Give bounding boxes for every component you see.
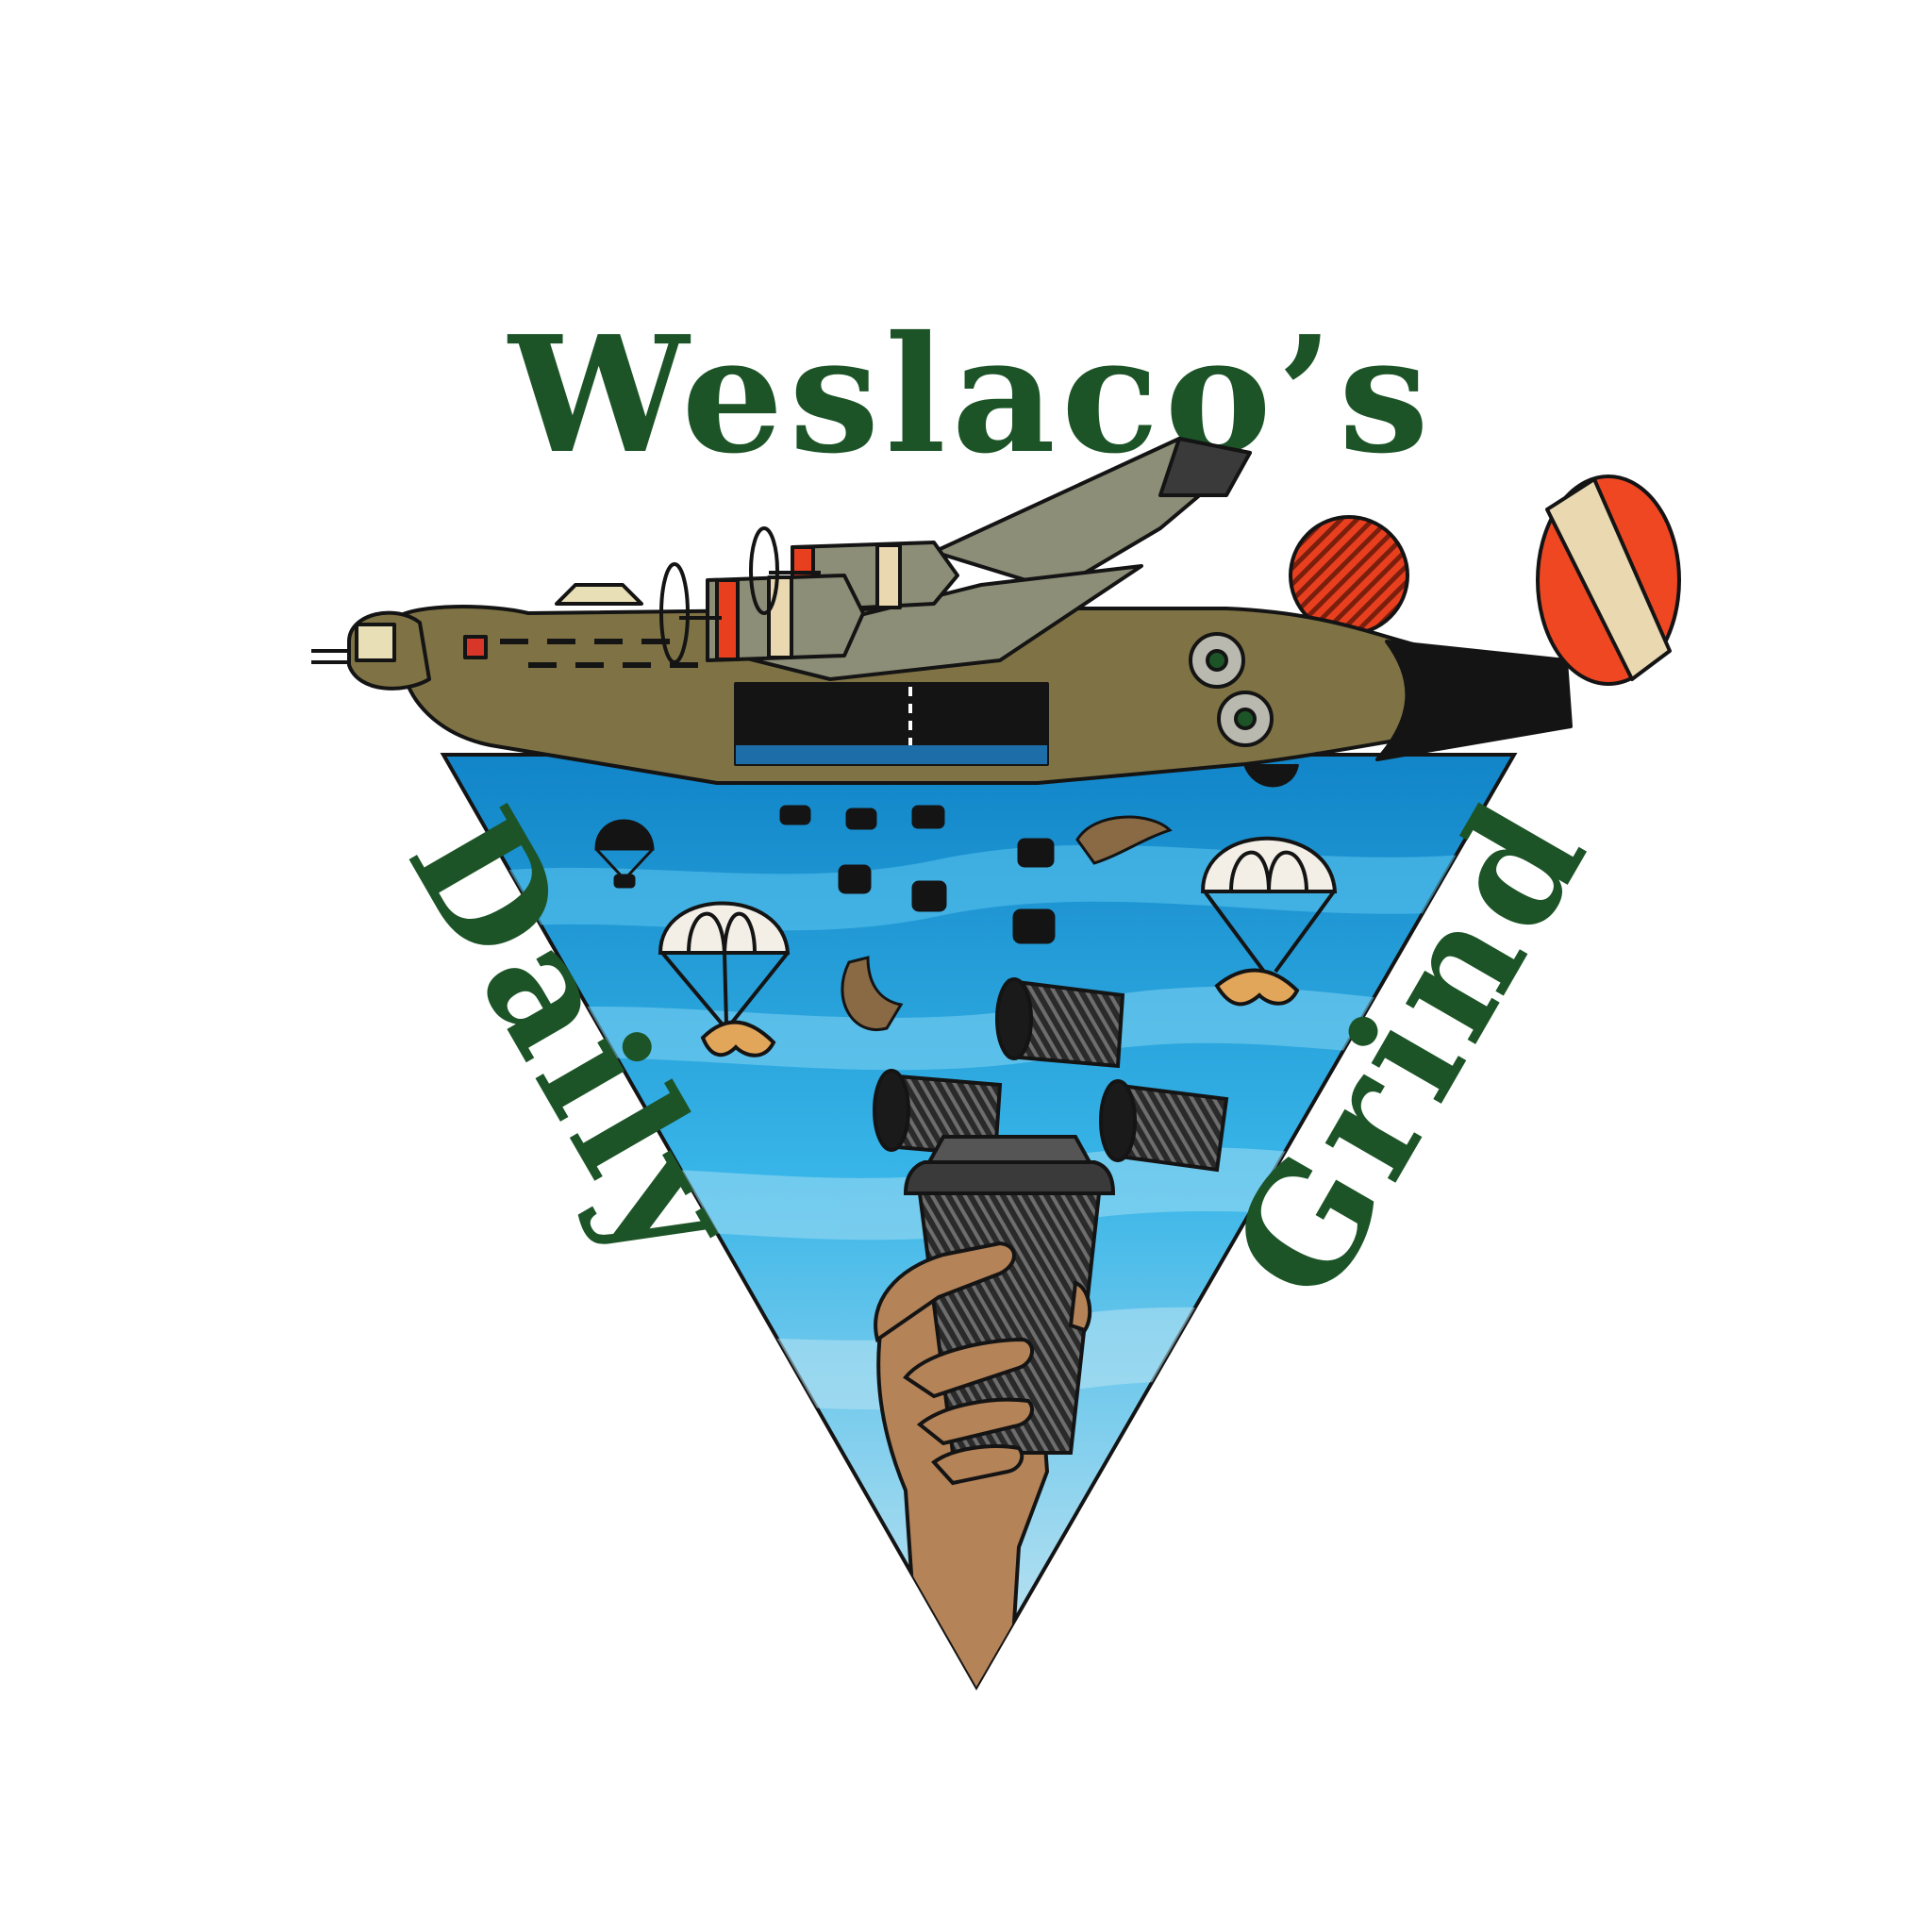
falling-coffee-beans xyxy=(779,805,1056,944)
hand-fingers xyxy=(874,1241,1092,1486)
title-weslacos: Weslaco’s xyxy=(507,301,1434,490)
falling-coffee-cups xyxy=(873,977,1229,1173)
falling-pastry-pieces xyxy=(841,815,1173,1031)
parachute-icon xyxy=(658,901,791,1025)
croissant-icon xyxy=(1214,968,1300,1007)
parachute-icon xyxy=(594,819,655,889)
gear-icon xyxy=(1189,632,1274,747)
croissant-icon xyxy=(700,1020,776,1058)
parachute-icon xyxy=(1200,836,1338,974)
bomber-plane-icon xyxy=(311,437,1681,788)
